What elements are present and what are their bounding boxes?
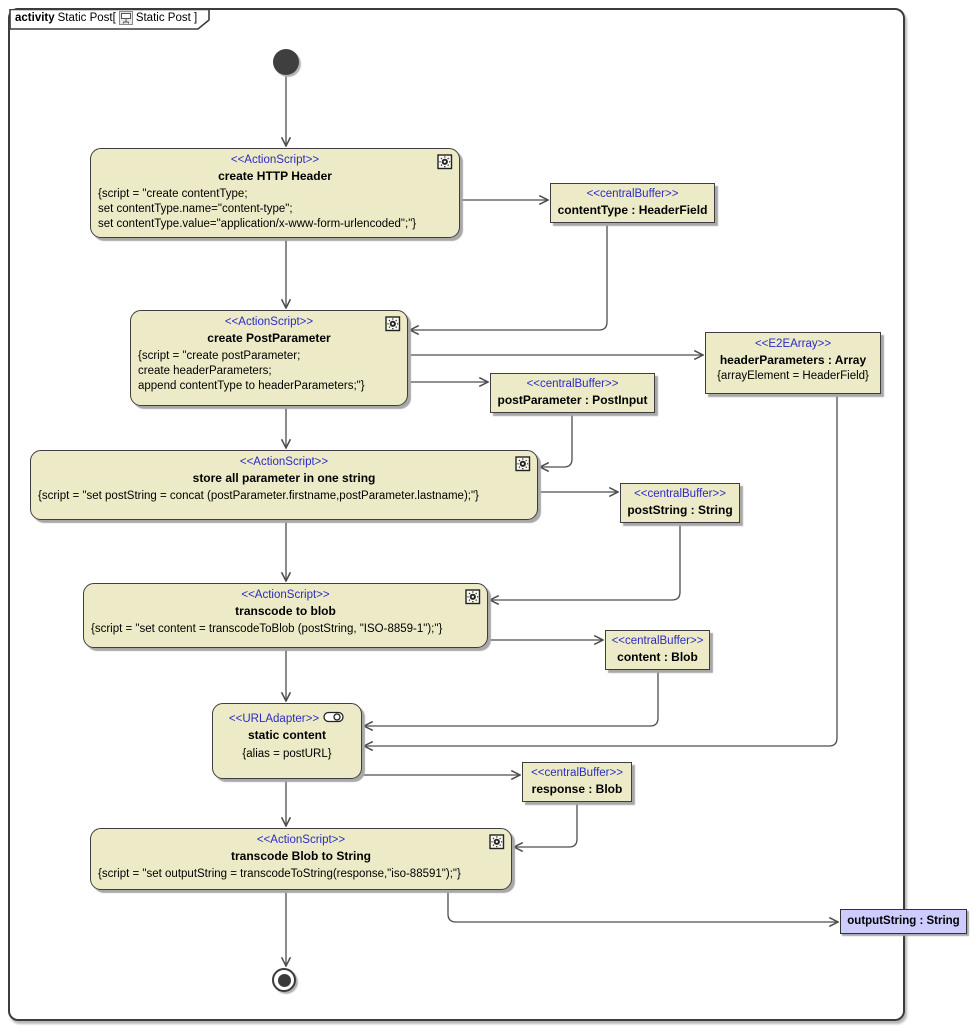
action-static-content-url-adapter[interactable]: <<URLAdapter>> static content {alias = p… xyxy=(212,703,362,779)
action-script-text: {script = "create contentType; set conte… xyxy=(98,188,417,230)
action-script-text: {script = "set content = transcodeToBlob… xyxy=(91,623,443,635)
diagram-icon xyxy=(118,11,133,25)
action-script-text: {script = "set outputString = transcodeT… xyxy=(98,868,461,880)
edge-post-string-to-transcode-blob[interactable] xyxy=(490,524,681,600)
buffer-name: content : Blob xyxy=(617,650,698,664)
buffer-content-type[interactable]: <<centralBuffer>> contentType : HeaderFi… xyxy=(550,183,715,223)
frame-name: Static Post[ xyxy=(57,12,116,24)
stereotype-label: <<centralBuffer>> xyxy=(634,488,726,500)
action-script-text: {script = "create postParameter; create … xyxy=(138,350,365,392)
buffer-name: contentType : HeaderField xyxy=(557,203,708,217)
buffer-name: postParameter : PostInput xyxy=(497,393,648,407)
frame-tab-shape xyxy=(9,9,210,30)
final-node[interactable] xyxy=(272,968,296,992)
initial-node[interactable] xyxy=(273,49,299,75)
edge-post-parameter-to-store-all[interactable] xyxy=(540,414,573,467)
stereotype-label: <<ActionScript>> xyxy=(224,316,314,328)
actionscript-gear-icon xyxy=(437,154,453,170)
action-name: store all parameter in one string xyxy=(192,471,376,485)
buffer-response[interactable]: <<centralBuffer>> response : Blob xyxy=(522,762,632,802)
actionscript-gear-icon xyxy=(465,589,481,605)
stereotype-label: <<centralBuffer>> xyxy=(531,767,623,779)
frame-title-tab: activity Static Post[ Static Post ] xyxy=(9,9,211,30)
action-name: transcode to blob xyxy=(235,604,336,618)
action-name: transcode Blob to String xyxy=(230,849,371,863)
action-transcode-blob-to-string[interactable]: <<ActionScript>> transcode Blob to Strin… xyxy=(90,828,512,890)
stereotype-label: <<ActionScript>> xyxy=(256,834,346,846)
buffer-name: response : Blob xyxy=(531,782,623,796)
buffer-name: headerParameters : Array xyxy=(719,353,867,367)
buffer-post-parameter[interactable]: <<centralBuffer>> postParameter : PostIn… xyxy=(490,373,655,413)
stereotype-label: <<ActionScript>> xyxy=(241,589,330,601)
action-create-post-parameter[interactable]: <<ActionScript>> create PostParameter {s… xyxy=(130,310,408,406)
edge-transcode-string-to-output[interactable] xyxy=(447,891,838,922)
buffer-post-string[interactable]: <<centralBuffer>> postString : String xyxy=(620,483,740,523)
stereotype-label: <<ActionScript>> xyxy=(230,154,320,166)
action-script-text: {script = "set postString = concat (post… xyxy=(38,490,479,502)
url-adapter-icon xyxy=(323,711,345,723)
parameter-name: outputString : String xyxy=(847,915,960,927)
stereotype-label: <<centralBuffer>> xyxy=(611,635,704,647)
stereotype-label: <<centralBuffer>> xyxy=(526,378,619,390)
edge-content-type-to-create-post[interactable] xyxy=(410,224,608,330)
action-name: static content xyxy=(247,728,326,742)
buffer-content[interactable]: <<centralBuffer>> content : Blob xyxy=(605,630,710,670)
action-transcode-to-blob[interactable]: <<ActionScript>> transcode to blob {scri… xyxy=(83,583,488,648)
edge-response-to-transcode-string[interactable] xyxy=(514,803,578,847)
stereotype-label: <<URLAdapter>> xyxy=(213,711,361,727)
action-name: create HTTP Header xyxy=(218,169,332,183)
edge-header-parameters-to-static-content[interactable] xyxy=(364,395,838,746)
tagged-value: {arrayElement = HeaderField} xyxy=(717,370,869,382)
stereotype-label: <<E2EArray>> xyxy=(754,338,832,350)
frame-diagram-name: Static Post ] xyxy=(135,12,198,24)
action-create-http-header[interactable]: <<ActionScript>> create HTTP Header {scr… xyxy=(90,148,460,238)
buffer-header-parameters[interactable]: <<E2EArray>> headerParameters : Array {a… xyxy=(705,332,881,394)
actionscript-gear-icon xyxy=(515,456,531,472)
action-store-all-parameter[interactable]: <<ActionScript>> store all parameter in … xyxy=(30,450,538,520)
tagged-value: {alias = postURL} xyxy=(242,748,332,760)
frame-keyword: activity xyxy=(15,12,55,24)
stereotype-label: <<centralBuffer>> xyxy=(586,188,679,200)
activity-frame xyxy=(8,8,905,1021)
buffer-name: postString : String xyxy=(627,503,733,517)
actionscript-gear-icon xyxy=(489,834,505,850)
action-name: create PostParameter xyxy=(207,331,331,345)
activity-parameter-output-string[interactable]: outputString : String xyxy=(840,909,967,934)
edge-content-to-static-content[interactable] xyxy=(364,671,659,726)
stereotype-label: <<ActionScript>> xyxy=(239,456,329,468)
final-node-dot xyxy=(277,973,291,987)
actionscript-gear-icon xyxy=(385,316,401,332)
